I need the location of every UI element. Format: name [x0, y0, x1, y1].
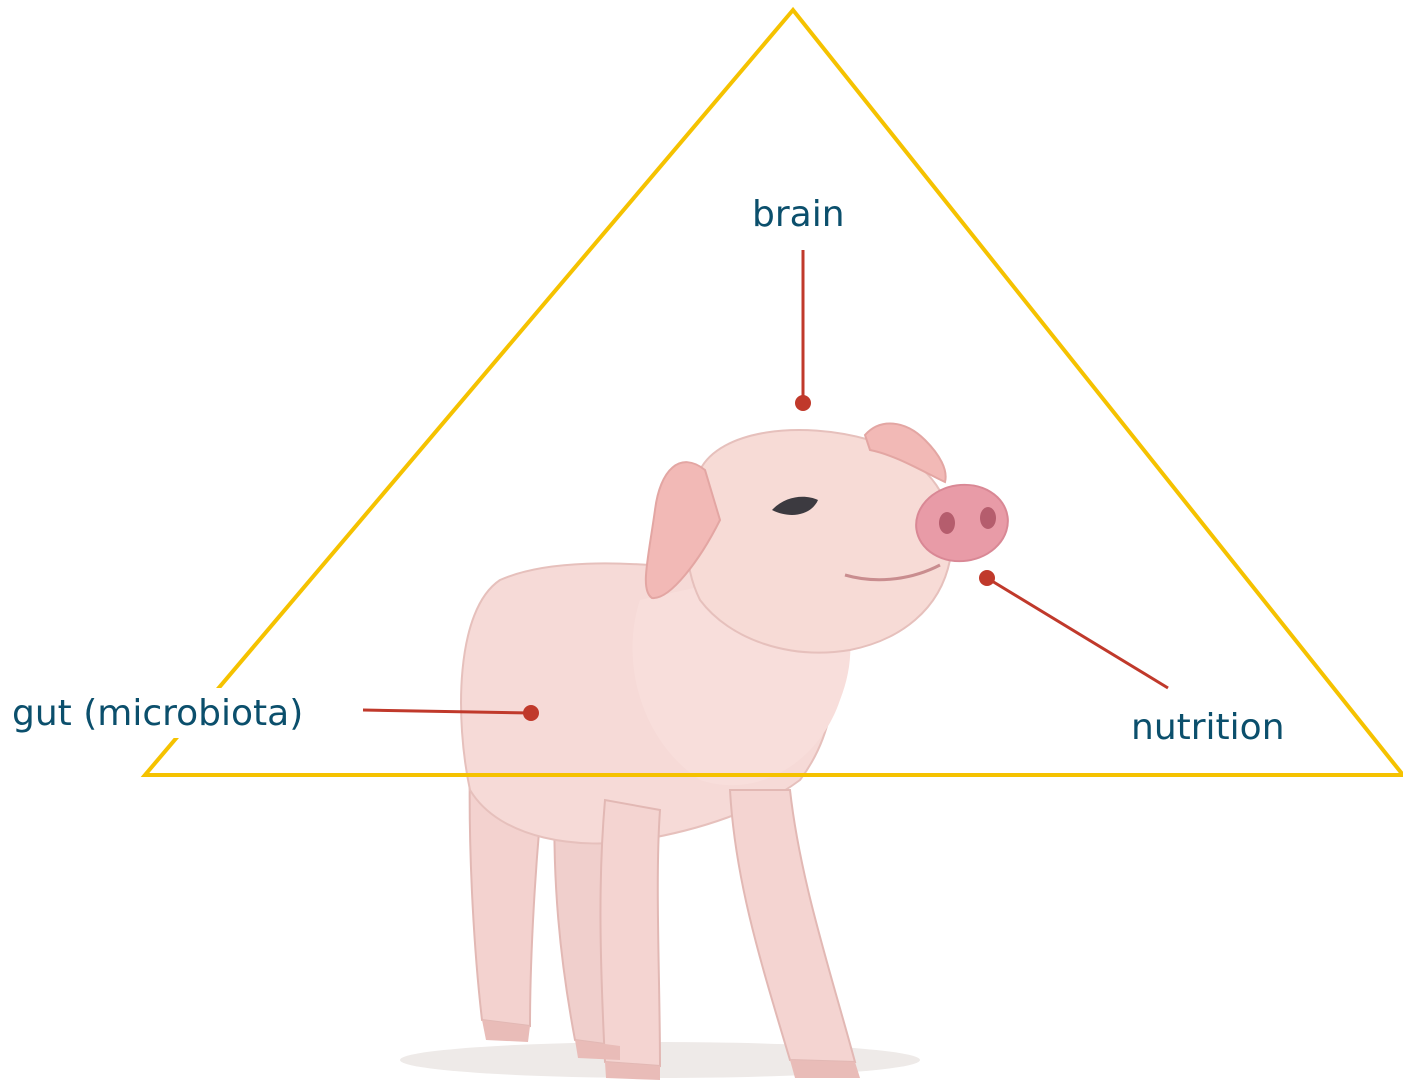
brain-connector-dot: [795, 395, 811, 411]
pig-hoof: [790, 1060, 860, 1078]
nutrition-connector-dot: [979, 570, 995, 586]
label-gut-microbiota: gut (microbiota): [12, 696, 303, 732]
label-nutrition: nutrition: [1131, 710, 1285, 746]
label-brain: brain: [752, 197, 845, 233]
pig-front-left-leg: [600, 800, 660, 1066]
pig-illustration: [400, 424, 1013, 1080]
nutrition-connector-line: [987, 578, 1168, 688]
pig-nostril: [939, 512, 955, 534]
gut-connector-dot: [523, 705, 539, 721]
pig-front-right-leg: [730, 790, 855, 1062]
pig-nostril: [980, 507, 996, 529]
